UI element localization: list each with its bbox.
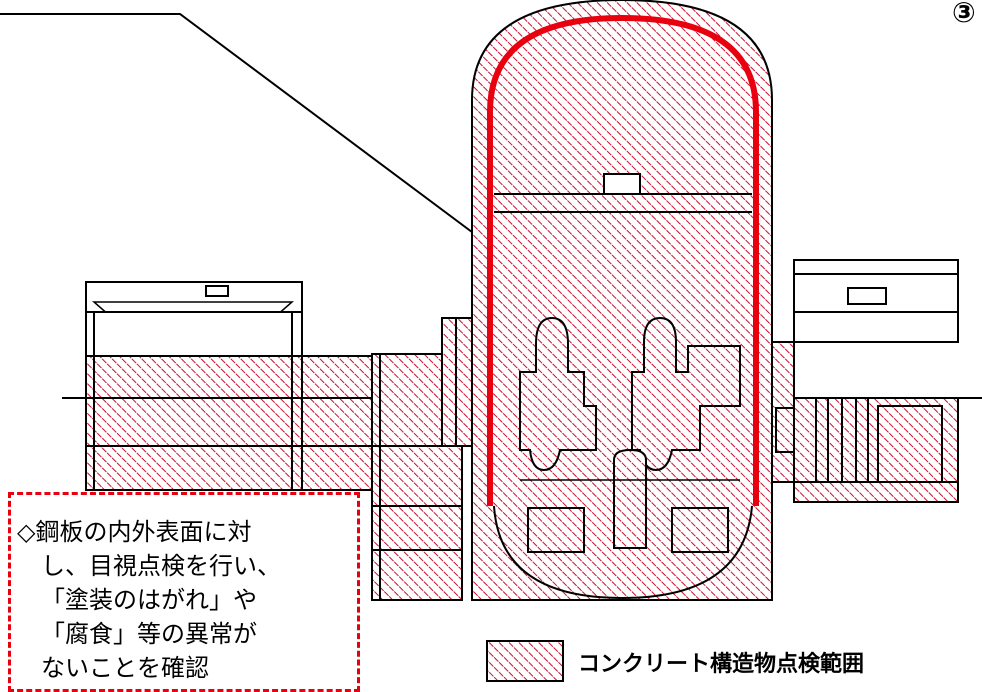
note-line: し、目視点検を行い、 — [41, 552, 281, 580]
left-building — [85, 281, 373, 491]
inspection-note-box: ◇鋼板の内外表面に対 し、目視点検を行い、 「塗装のはがれ」や 「腐食」等の異常… — [8, 492, 360, 692]
containment-vessel — [471, 0, 773, 601]
legend-hatch-swatch — [486, 640, 564, 682]
left-connector-blocks — [371, 317, 473, 601]
note-line: ないことを確認 — [41, 654, 209, 682]
figure-number-label: ③ — [952, 0, 976, 29]
legend-label: コンクリート構造物点検範囲 — [578, 652, 865, 677]
note-line: 「腐食」等の異常が — [41, 620, 257, 648]
note-line: 「塗装のはがれ」や — [41, 586, 257, 614]
leader-line — [0, 13, 489, 245]
note-line: ◇鋼板の内外表面に対 — [17, 518, 252, 546]
right-building — [771, 259, 959, 503]
